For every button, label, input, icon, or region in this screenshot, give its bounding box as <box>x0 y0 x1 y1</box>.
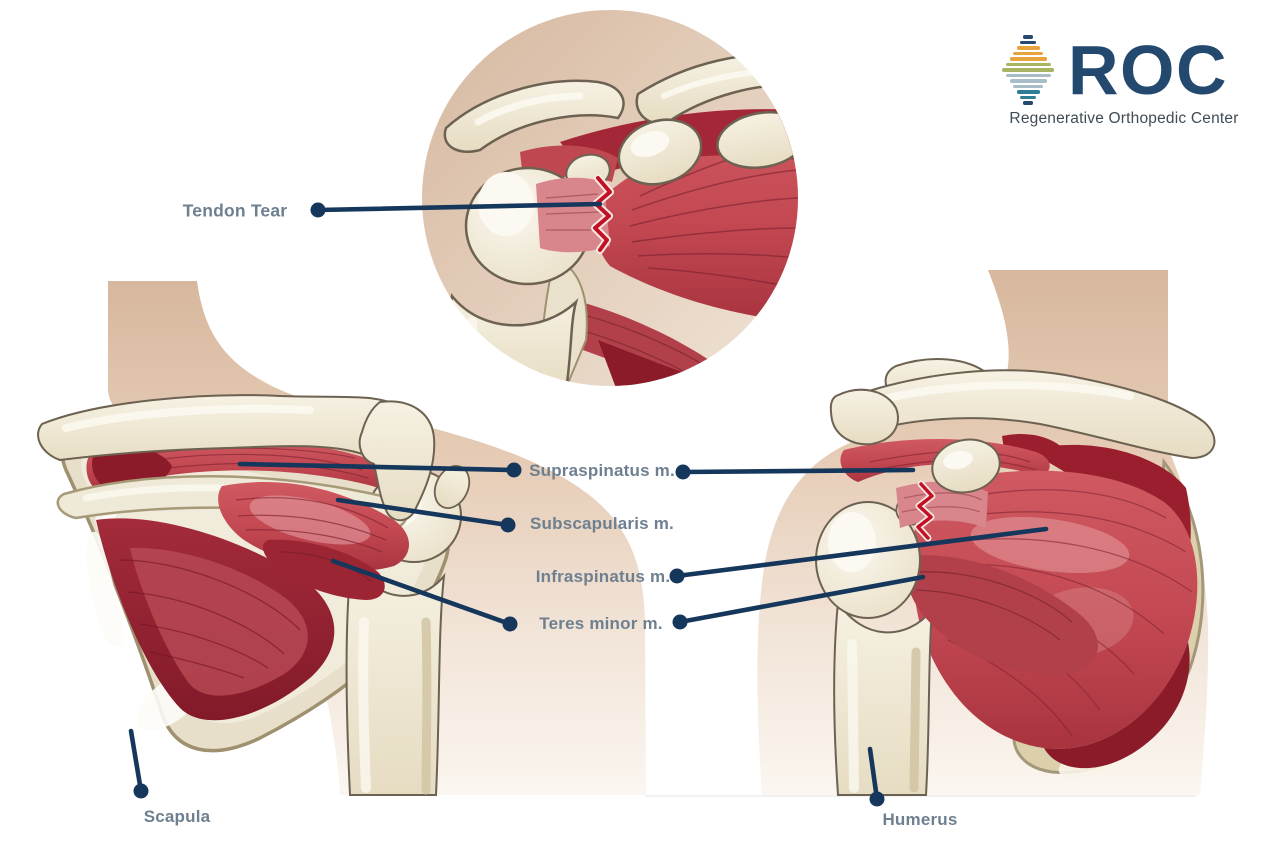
roc-wordmark: ROC <box>1068 31 1229 109</box>
label-teres-minor: Teres minor m. <box>539 614 663 633</box>
inset-torn-tendon <box>536 174 614 254</box>
leader-infraspinatus <box>669 526 1049 584</box>
right-shoulder-illustration <box>645 270 1216 797</box>
logo-icon-bar <box>1013 51 1043 56</box>
roc-subtitle: Regenerative Orthopedic Center <box>1009 110 1239 127</box>
logo-icon-bar <box>1020 40 1036 45</box>
label-scapula: Scapula <box>143 807 211 826</box>
acromion-bone-left <box>358 400 436 522</box>
logo-icon-bar <box>1016 90 1040 94</box>
logo-icon-bar <box>1005 62 1051 67</box>
leader-scapula <box>128 728 149 799</box>
label-supraspinatus: Supraspinatus m. <box>529 461 675 480</box>
humerus-bone-right <box>833 598 934 796</box>
logo-icon-bar <box>1020 95 1036 100</box>
label-humerus: Humerus <box>882 810 958 829</box>
leader-supraspinatus-right <box>675 464 916 480</box>
tendon-tear-inset <box>422 10 798 386</box>
leader-subscapularis <box>335 497 516 533</box>
logo-icon-bar <box>1016 46 1040 50</box>
roc-logo: ROC Regenerative Orthopedic Center <box>996 34 1252 128</box>
scapula-edge-highlight <box>86 531 124 647</box>
teres-minor-muscle-right <box>902 555 1098 675</box>
clavicle-bone-right <box>829 358 1216 460</box>
coracoid-highlight <box>943 450 973 470</box>
logo-icon-bar <box>1023 35 1033 39</box>
logo-icon-bar <box>1009 57 1047 61</box>
clavicle-bone-left <box>37 394 436 522</box>
logo-icon-bar <box>1005 73 1051 78</box>
logo-icon-bar <box>1002 68 1054 72</box>
label-tendon-tear: Tendon Tear <box>182 200 288 221</box>
leader-teres-minor-right <box>672 574 926 630</box>
logo-icon-bar <box>1013 84 1043 89</box>
label-infraspinatus: Infraspinatus m. <box>535 567 671 586</box>
inset-coracoid-highlight <box>630 131 670 157</box>
inset-acromion-bone <box>443 79 625 153</box>
leader-supraspinatus-left <box>237 461 522 478</box>
lower-muscle-mass <box>96 518 335 721</box>
leader-teres-minor-left <box>330 558 518 632</box>
logo-icon-bar <box>1023 101 1033 105</box>
leader-lines <box>128 201 1049 807</box>
leader-humerus <box>867 746 885 807</box>
logo-icon-bar <box>1009 79 1047 83</box>
label-subscapularis: Subscapularis m. <box>530 514 674 533</box>
roc-logo-diamond-icon <box>996 34 1060 106</box>
acromion-bone-right <box>829 388 899 446</box>
leader-tendon-tear <box>310 201 603 218</box>
